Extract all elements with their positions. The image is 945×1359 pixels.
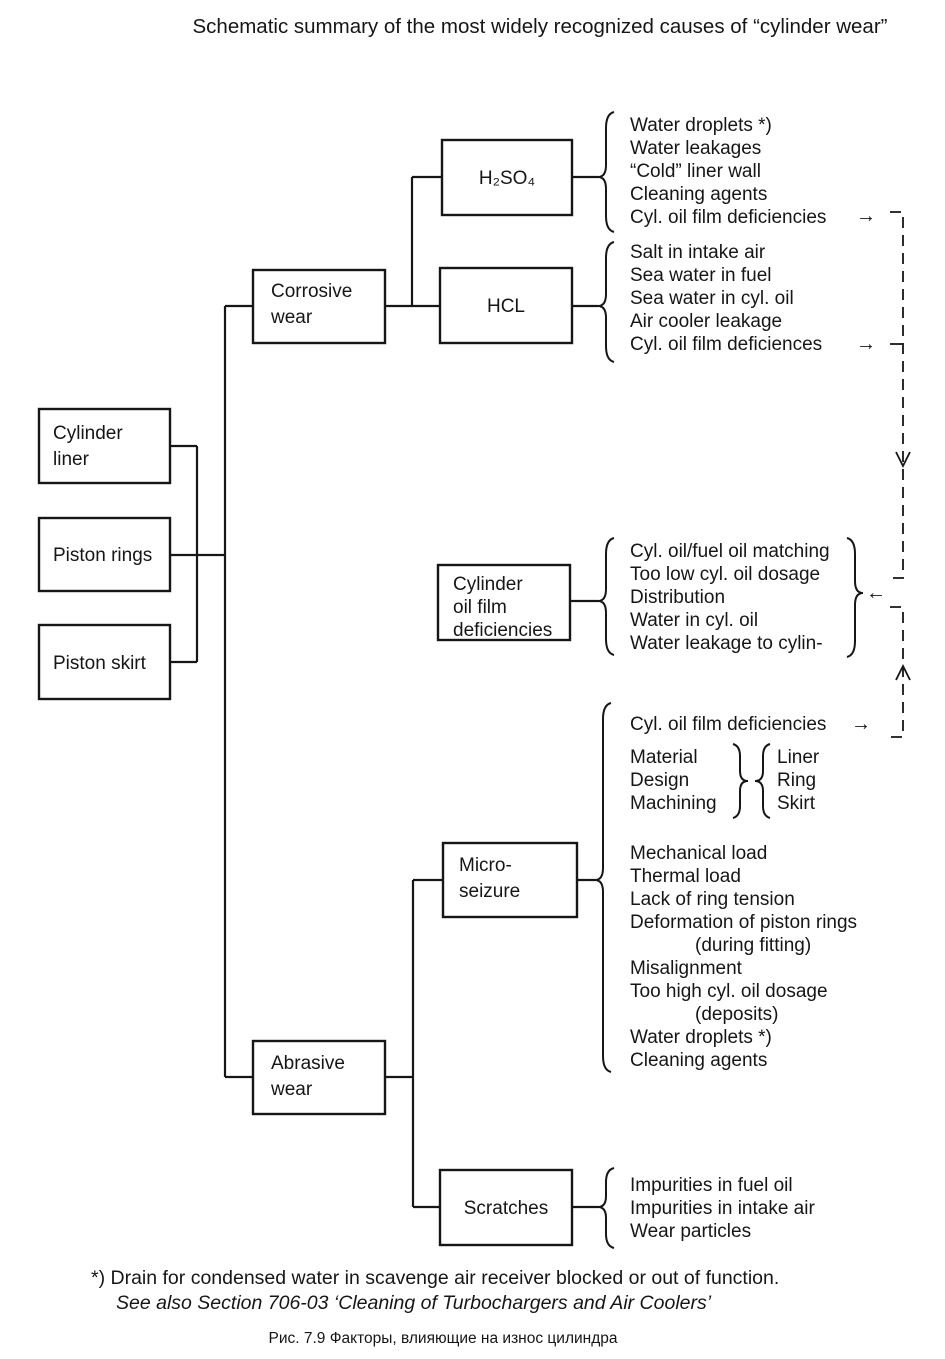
micro-cause-8: (deposits): [695, 1004, 778, 1025]
footnote-line-2: See also Section 706-03 ‘Cleaning of Tur…: [116, 1292, 712, 1314]
hcl-box: [438, 266, 574, 345]
corrosive-wear-label-2: wear: [270, 307, 313, 328]
matrix-left-3: Machining: [630, 793, 717, 814]
micro-seizure-label-1: Micro-: [459, 855, 512, 876]
abrasive-wear-label-1: Abrasive: [271, 1053, 345, 1074]
oil-film-label-2: oil film: [453, 597, 507, 618]
piston-skirt-label: Piston skirt: [53, 653, 147, 674]
matrix-right-1: Liner: [777, 747, 820, 768]
h2so4-cause-2: Water leakages: [630, 138, 761, 159]
scratches-cause-1: Impurities in fuel oil: [630, 1175, 793, 1196]
matrix-left-1: Material: [630, 747, 698, 768]
figure-caption: Рис. 7.9 Факторы, влияющие на износ цили…: [269, 1330, 618, 1347]
scratches-label: Scratches: [464, 1198, 548, 1219]
micro-cause-4: Deformation of piston rings: [630, 912, 857, 933]
oil-film-closing-brace: [846, 537, 864, 658]
matrix-right-3: Skirt: [777, 793, 816, 814]
feedback-path-down: [890, 211, 904, 579]
micro-cause-10: Cleaning agents: [630, 1050, 767, 1071]
hcl-label: HCL: [487, 296, 525, 317]
micro-seizure-causes-brace: [594, 702, 612, 1073]
footnote-line-1: *) Drain for condensed water in scavenge…: [91, 1267, 779, 1289]
hcl-causes-brace: [597, 241, 615, 363]
micro-cause-9: Water droplets *): [630, 1027, 772, 1048]
h2so4-cause-3: “Cold” liner wall: [630, 161, 761, 182]
oil-film-label-1: Cylinder: [453, 574, 523, 595]
h2so4-label: H₂SO₄: [479, 168, 536, 189]
matrix-left-2: Design: [630, 770, 689, 791]
cylinder-liner-label-2: liner: [53, 449, 90, 470]
micro-seizure-label-2: seizure: [459, 881, 520, 902]
h2so4-cause-4: Cleaning agents: [630, 184, 767, 205]
oil-film-cause-2: Too low cyl. oil dosage: [630, 564, 820, 585]
scratches-box: [438, 1168, 574, 1247]
feedback-path-up: [890, 606, 904, 738]
oil-film-cause-3: Distribution: [630, 587, 725, 608]
hcl-cause-2: Sea water in fuel: [630, 265, 772, 286]
hcl-cause-5: Cyl. oil film deficiences: [630, 334, 822, 355]
matrix-closing-brace: [732, 743, 749, 819]
oil-film-cause-1: Cyl. oil/fuel oil matching: [630, 541, 830, 562]
cylinder-liner-label-1: Cylinder: [53, 423, 123, 444]
abrasive-wear-label-2: wear: [270, 1079, 313, 1100]
right-arrow-icon-hcl: →: [856, 333, 876, 355]
arrowhead-up-icon: [895, 663, 911, 681]
micro-seizure-box: [441, 841, 579, 919]
h2so4-cause-5: Cyl. oil film deficiencies: [630, 207, 826, 228]
matrix-right-2: Ring: [777, 770, 816, 791]
hcl-cause-3: Sea water in cyl. oil: [630, 288, 794, 309]
micro-cause-oil-film: Cyl. oil film deficiencies: [630, 714, 826, 735]
oil-film-deficiencies-box: [436, 563, 572, 642]
oil-film-label-3: deficiencies: [453, 620, 552, 641]
left-arrow-icon-oil-film: ←: [866, 582, 886, 604]
abrasive-wear-box: [251, 1039, 387, 1116]
h2so4-cause-1: Water droplets *): [630, 115, 772, 136]
scratches-cause-2: Impurities in intake air: [630, 1198, 815, 1219]
corrosive-wear-label-1: Corrosive: [271, 281, 352, 302]
page-title: Schematic summary of the most widely rec…: [193, 15, 888, 38]
oil-film-causes-brace: [597, 537, 615, 656]
oil-film-cause-5: Water leakage to cylin-: [630, 633, 823, 654]
scratches-causes-brace: [597, 1167, 615, 1249]
piston-rings-label: Piston rings: [53, 545, 152, 566]
piston-rings-box: [37, 516, 172, 593]
hcl-cause-4: Air cooler leakage: [630, 311, 782, 332]
micro-cause-7: Too high cyl. oil dosage: [630, 981, 828, 1002]
micro-cause-3: Lack of ring tension: [630, 889, 795, 910]
micro-cause-2: Thermal load: [630, 866, 741, 887]
oil-film-cause-4: Water in cyl. oil: [630, 610, 758, 631]
scratches-cause-3: Wear particles: [630, 1221, 751, 1242]
h2so4-box: [440, 138, 574, 217]
micro-cause-1: Mechanical load: [630, 843, 767, 864]
h2so4-causes-brace: [597, 111, 615, 233]
cylinder-liner-box: [37, 407, 172, 485]
micro-cause-6: Misalignment: [630, 958, 743, 979]
corrosive-wear-box: [251, 268, 387, 345]
right-arrow-icon-micro: →: [851, 713, 871, 735]
matrix-opening-brace: [754, 743, 771, 819]
micro-cause-5: (during fitting): [695, 935, 811, 956]
arrowhead-down-icon: [895, 451, 911, 469]
hcl-cause-1: Salt in intake air: [630, 242, 766, 263]
right-arrow-icon-h2so4: →: [856, 205, 876, 227]
piston-skirt-box: [37, 623, 172, 701]
